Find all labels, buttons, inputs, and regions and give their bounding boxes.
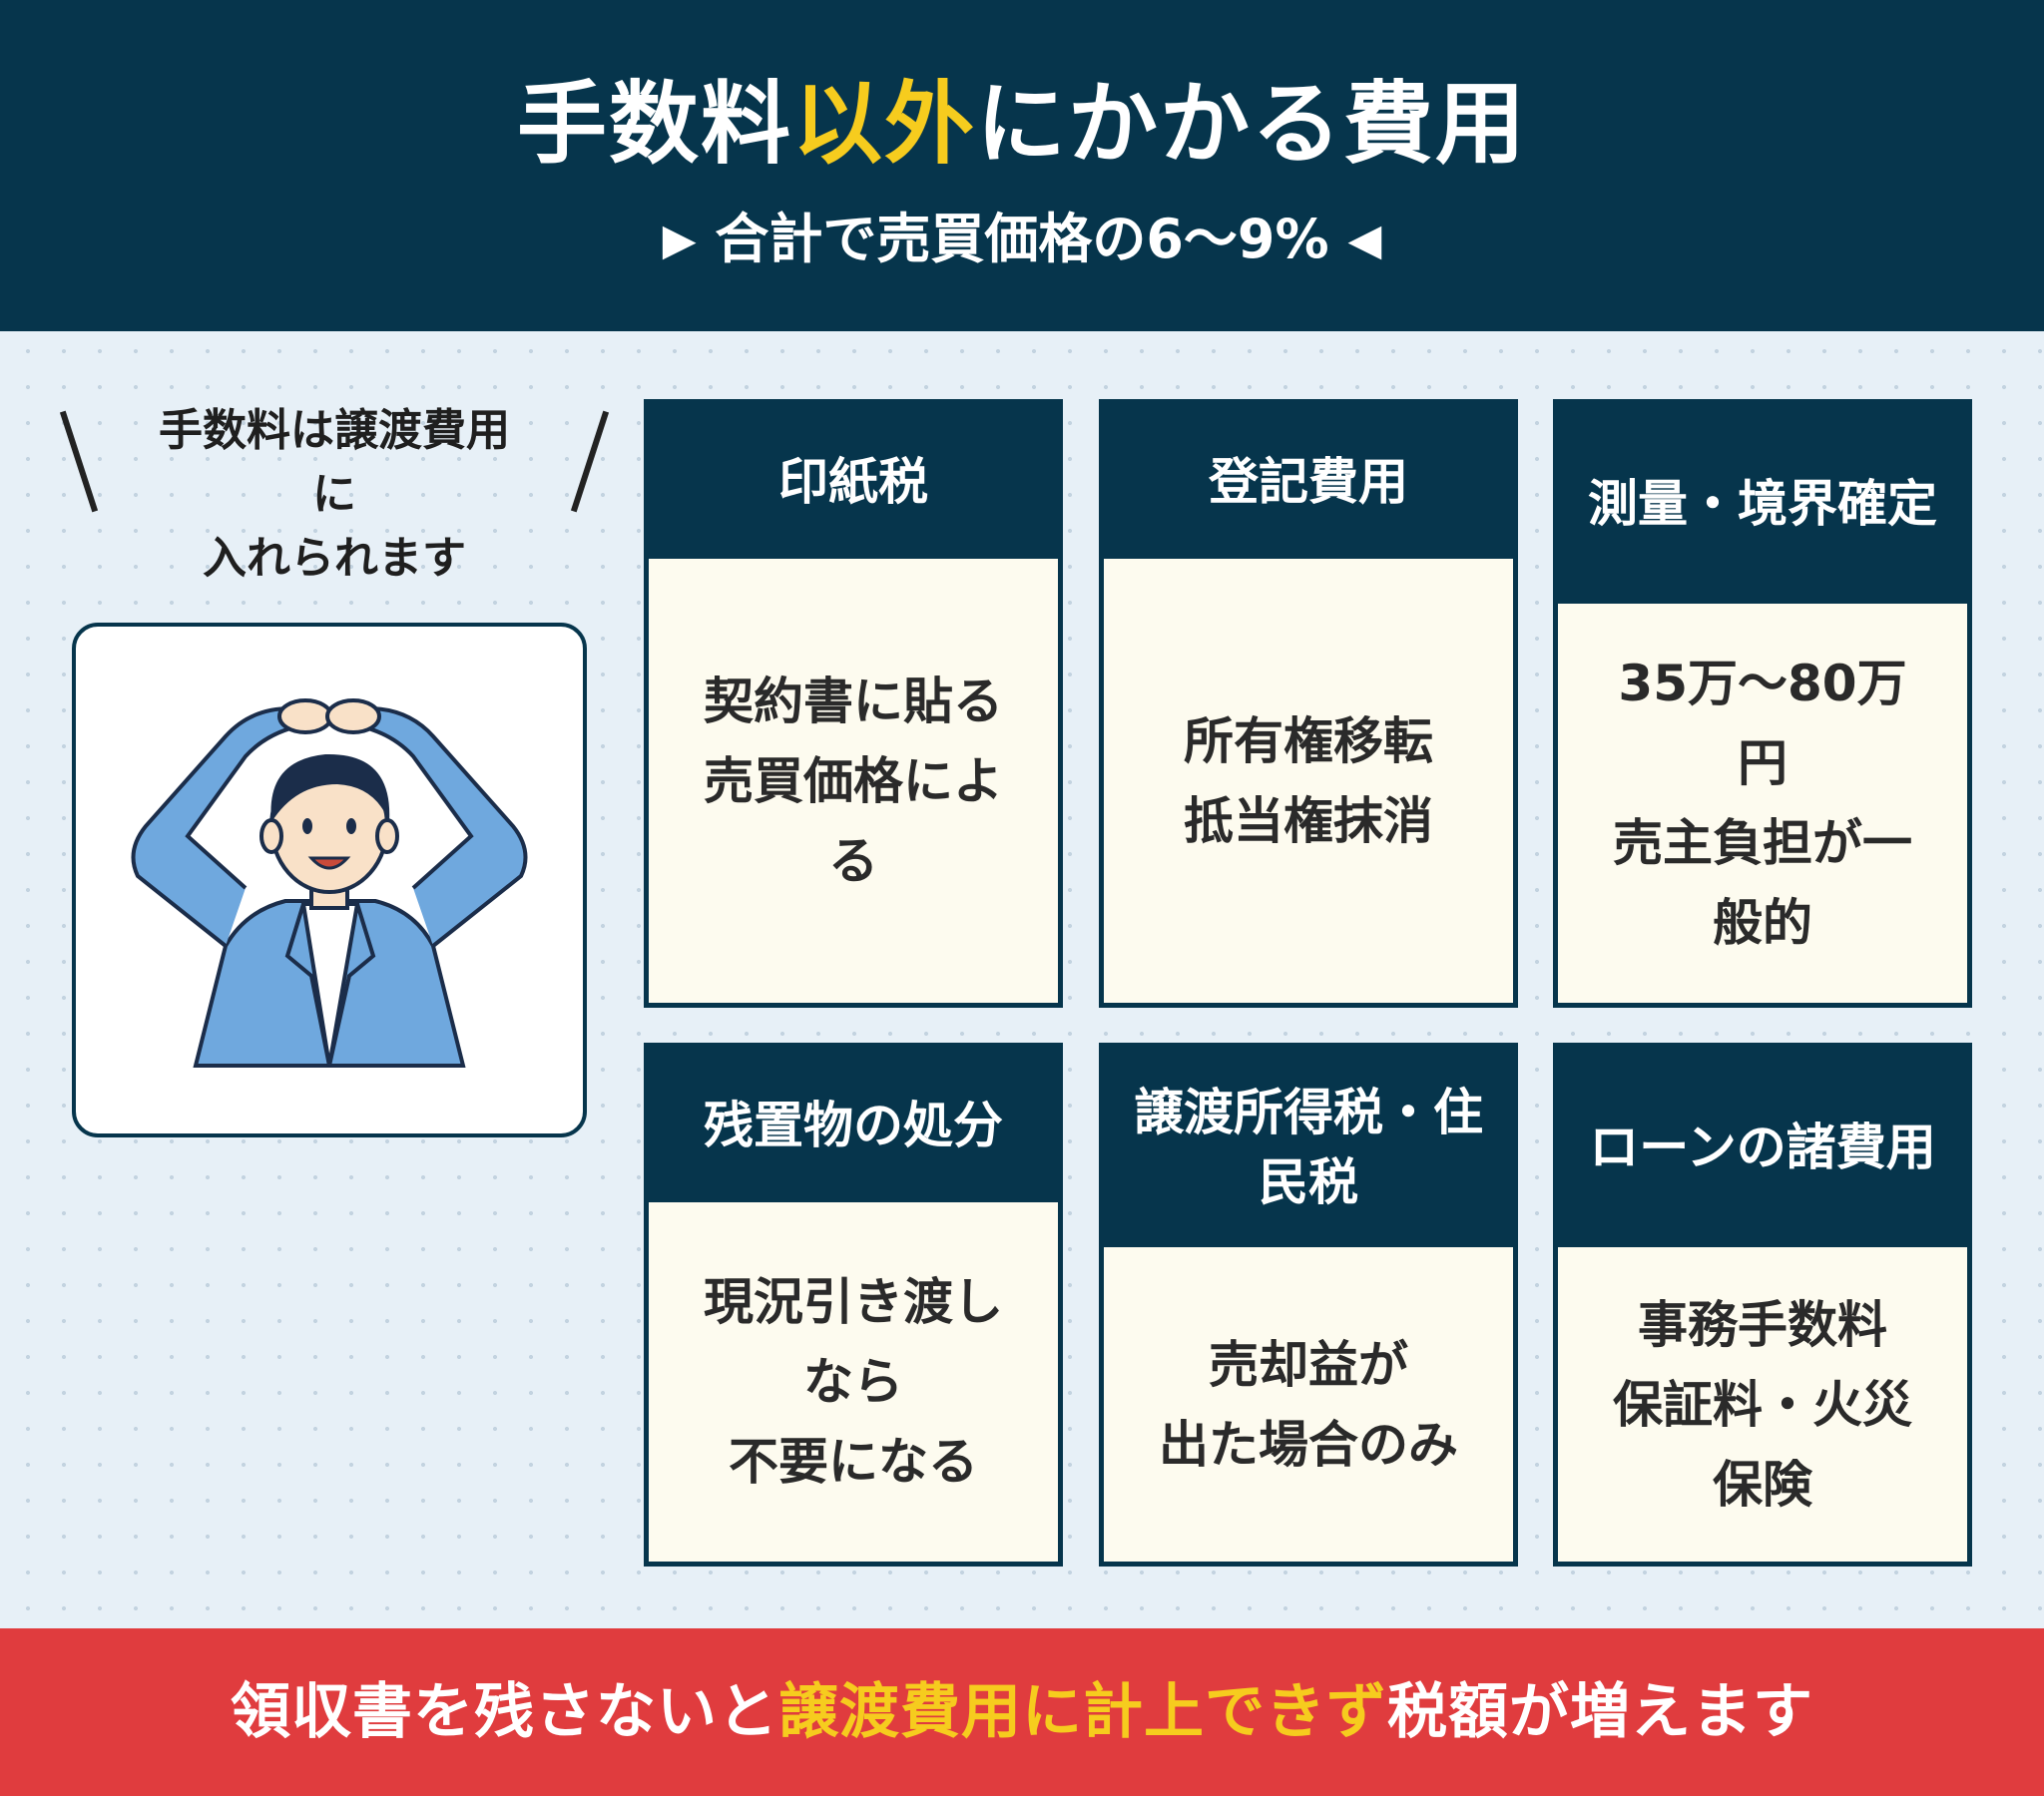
title-part1: 手数料 bbox=[517, 72, 792, 177]
card-title: 譲渡所得税・住民税 bbox=[1104, 1048, 1513, 1247]
card-body-line: 売主負担が一 bbox=[1613, 814, 1912, 872]
card-body-line: 事務手数料 bbox=[1638, 1295, 1887, 1354]
card-body-line: 売却益が bbox=[1209, 1335, 1408, 1394]
card-body-line: 出た場合のみ bbox=[1159, 1415, 1458, 1474]
card-leftover-disposal: 残置物の処分 現況引き渡し なら 不要になる bbox=[644, 1043, 1063, 1567]
card-loan-costs: ローンの諸費用 事務手数料 保証料・火災 保険 bbox=[1553, 1043, 1972, 1567]
right-emphasis-mark bbox=[570, 410, 610, 513]
side-note-text: 手数料は譲渡費用 に 入れられます bbox=[120, 399, 549, 591]
card-title: 登記費用 bbox=[1104, 404, 1513, 559]
card-title: 印紙税 bbox=[649, 404, 1058, 559]
card-stamp-tax: 印紙税 契約書に貼る 売買価格によ る bbox=[644, 399, 1063, 1008]
side-note-line: 入れられます bbox=[203, 533, 466, 584]
card-body: 現況引き渡し なら 不要になる bbox=[649, 1202, 1058, 1562]
card-title-text: 譲渡所得税・住民税 bbox=[1134, 1084, 1483, 1211]
businessman-arms-circle-icon bbox=[131, 698, 528, 1068]
card-body-line: 35万〜80万 bbox=[1618, 655, 1907, 712]
card-body: 所有権移転 抵当権抹消 bbox=[1104, 559, 1513, 1003]
title-part2: にかかる費用 bbox=[976, 72, 1527, 177]
footer-part2: 税額が増えます bbox=[1387, 1677, 1813, 1747]
card-transfer-income-tax: 譲渡所得税・住民税 売却益が 出た場合のみ bbox=[1099, 1043, 1518, 1567]
card-body-line: 円 bbox=[1738, 734, 1788, 792]
subtitle: ▶ 合計で売買価格の6〜9% ◀ bbox=[0, 205, 2044, 275]
subtitle-text: 合計で売買価格の6〜9% bbox=[715, 208, 1329, 270]
left-triangle-icon: ◀ bbox=[1347, 215, 1382, 265]
side-note-line: に bbox=[312, 469, 356, 520]
card-title: 残置物の処分 bbox=[649, 1048, 1058, 1202]
card-title-text: 残置物の処分 bbox=[704, 1096, 1003, 1154]
card-survey-boundary: 測量・境界確定 35万〜80万 円 売主負担が一 般的 bbox=[1553, 399, 1972, 1008]
side-note: 手数料は譲渡費用 に 入れられます bbox=[50, 399, 619, 609]
card-title-text: 測量・境界確定 bbox=[1588, 475, 1937, 533]
card-body-line: 保証料・火災 bbox=[1613, 1375, 1912, 1434]
footer-highlight: 譲渡費用に計上できず bbox=[778, 1677, 1387, 1747]
card-body-line: なら bbox=[803, 1353, 903, 1411]
card-body-line: 不要になる bbox=[729, 1433, 978, 1491]
card-title-text: ローンの諸費用 bbox=[1589, 1119, 1936, 1176]
card-body-line: 現況引き渡し bbox=[704, 1273, 1003, 1331]
card-body-line: 所有権移転 bbox=[1184, 711, 1433, 770]
card-body: 契約書に貼る 売買価格によ る bbox=[649, 559, 1058, 1003]
card-body-line: 契約書に貼る bbox=[704, 672, 1003, 730]
left-emphasis-mark bbox=[59, 410, 99, 513]
side-note-line: 手数料は譲渡費用 bbox=[159, 405, 510, 456]
card-body-line: 抵当権抹消 bbox=[1184, 791, 1433, 850]
card-body-line: 保険 bbox=[1713, 1455, 1812, 1514]
card-title: 測量・境界確定 bbox=[1558, 404, 1967, 604]
card-title-text: 登記費用 bbox=[1209, 452, 1408, 511]
card-body-line: 般的 bbox=[1713, 894, 1812, 952]
title-highlight: 以外 bbox=[792, 72, 976, 177]
header-banner: 手数料以外にかかる費用 ▶ 合計で売買価格の6〜9% ◀ bbox=[0, 0, 2044, 331]
page-title: 手数料以外にかかる費用 bbox=[0, 70, 2044, 180]
card-body: 売却益が 出た場合のみ bbox=[1104, 1247, 1513, 1562]
right-triangle-icon: ▶ bbox=[662, 215, 697, 265]
card-title-text: 印紙税 bbox=[778, 452, 928, 511]
illustration-frame bbox=[72, 623, 587, 1137]
card-registration-cost: 登記費用 所有権移転 抵当権抹消 bbox=[1099, 399, 1518, 1008]
card-body-line: る bbox=[828, 831, 878, 890]
card-title: ローンの諸費用 bbox=[1558, 1048, 1967, 1247]
card-body: 事務手数料 保証料・火災 保険 bbox=[1558, 1247, 1967, 1562]
card-body: 35万〜80万 円 売主負担が一 般的 bbox=[1558, 604, 1967, 1003]
card-body-line: 売買価格によ bbox=[704, 751, 1003, 810]
footer-warning-banner: 領収書を残さないと譲渡費用に計上できず税額が増えます bbox=[0, 1628, 2044, 1796]
footer-part1: 領収書を残さないと bbox=[231, 1677, 778, 1747]
